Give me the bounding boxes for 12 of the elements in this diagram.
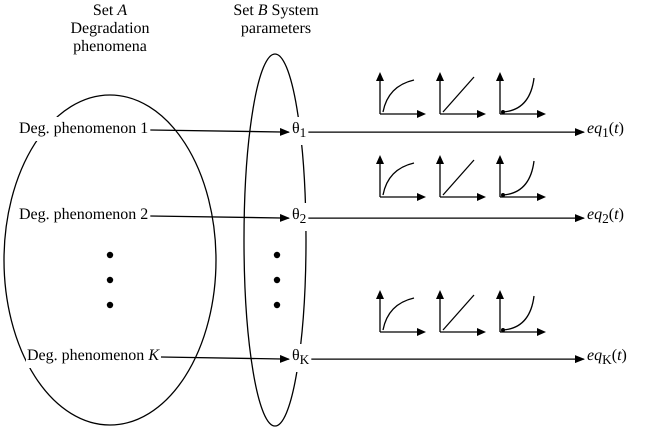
arrow <box>308 214 585 222</box>
parameter-label: θ$_{2}$ <box>291 203 308 232</box>
parameter-label: θ$_{1}$ <box>291 117 308 146</box>
phenomenon-label: Deg. phenomenon 1 <box>18 117 150 141</box>
parameter-label: θ$_{K}$ <box>291 344 310 372</box>
arrow <box>150 128 290 136</box>
arrow <box>160 354 290 363</box>
arrow <box>311 355 585 364</box>
set-heading: Set B System parameters <box>232 2 320 38</box>
arrow <box>308 128 585 136</box>
arrow <box>150 214 290 222</box>
set-heading: Set A Degradation phenomena <box>69 2 151 56</box>
